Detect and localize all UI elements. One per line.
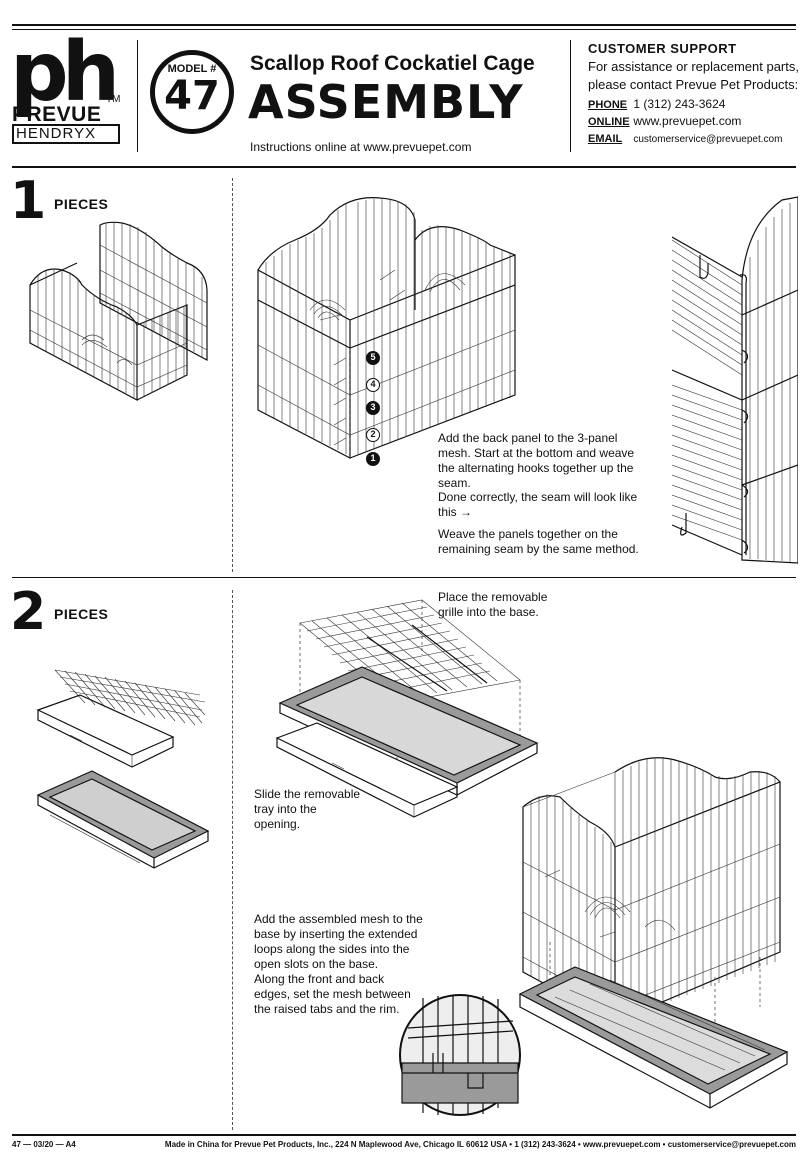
instructions-online: Instructions online at www.prevuepet.com (250, 140, 472, 154)
logo-sub: HENDRYX (12, 124, 120, 144)
hook-badge: 2 (366, 428, 380, 442)
logo-brand: PREVUE (12, 103, 102, 126)
step2-instruction-tray: Slide the removable tray into the openin… (254, 787, 361, 831)
tray-sliding-drawing (275, 722, 459, 818)
support-online-row: ONLINE www.prevuepet.com (588, 114, 741, 128)
base-drawing (36, 770, 210, 869)
phone-value: 1 (312) 243-3624 (633, 97, 726, 111)
step1-instruction-2: Done correctly, the seam will look like … (438, 490, 638, 519)
hook-badge: 1 (366, 452, 380, 466)
cage-base-drawing (518, 966, 789, 1109)
email-label: EMAIL (588, 133, 623, 145)
hook-badge: 4 (366, 378, 380, 392)
footer-info: Made in China for Prevue Pet Products, I… (164, 1140, 796, 1149)
step1-number: 1 (10, 171, 47, 231)
assembly-heading: ASSEMBLY (248, 75, 524, 129)
step1-weave-illustration (257, 197, 516, 459)
model-number: 47 (164, 73, 220, 119)
footer-code: 47 — 03/20 — A4 (12, 1140, 76, 1149)
tray-drawing (36, 694, 175, 768)
model-badge: MODEL # 47 (150, 50, 234, 134)
email-value: customerservice@prevuepet.com (633, 134, 783, 145)
three-panel-mesh-drawing (29, 262, 188, 401)
hook-badge: 3 (366, 401, 380, 415)
step1-pieces-label: PIECES (54, 196, 109, 212)
online-value: www.prevuepet.com (633, 114, 742, 128)
step2-instruction-grille: Place the removable grille into the base… (438, 590, 548, 619)
support-phone-row: PHONE 1 (312) 243-3624 (588, 97, 725, 111)
support-email-row: EMAIL customerservice@prevuepet.com (588, 131, 782, 145)
cage-guide-lines (549, 942, 761, 1042)
step1-instruction-1: Add the back panel to the 3-panel mesh. … (438, 431, 635, 490)
hook-badge: 5 (366, 351, 380, 365)
support-divider (570, 40, 571, 152)
grille-placement-illustration (275, 599, 539, 818)
seam-closeup-illustration (672, 196, 798, 564)
top-rule-thin (12, 29, 796, 30)
step2-divider (232, 590, 233, 1130)
step2-instruction-mesh-2: Along the front and back edges, set the … (254, 972, 411, 1016)
step2-pieces-label: PIECES (54, 606, 109, 622)
logo-mark: ph (10, 25, 120, 120)
grille-guide-lines (299, 600, 521, 770)
base-open-drawing (278, 666, 539, 796)
step-divider-rule (12, 577, 796, 578)
step1-instruction-3: Weave the panels together on the remaini… (438, 527, 639, 556)
step1-divider (232, 178, 233, 572)
top-rule (12, 24, 796, 26)
product-title: Scallop Roof Cockatiel Cage (250, 52, 535, 75)
magnifier-detail-illustration (399, 994, 521, 1116)
footer-rule (12, 1134, 796, 1136)
header-divider (137, 40, 138, 152)
step2-instruction-mesh-1: Add the assembled mesh to the base by in… (254, 912, 423, 971)
back-panel-drawing (99, 221, 208, 361)
grille-drawing (54, 669, 206, 726)
step1-pieces-illustration (29, 221, 208, 401)
header-bottom-rule (12, 166, 796, 168)
weave-hooks-drawing (333, 348, 351, 458)
support-title: CUSTOMER SUPPORT (588, 41, 737, 56)
mesh-on-base-illustration (518, 757, 789, 1109)
phone-label: PHONE (588, 99, 628, 111)
assembled-mesh-drawing (257, 197, 516, 459)
step2-pieces-illustration (36, 669, 210, 869)
logo-tm: TM (106, 94, 121, 105)
step2-number: 2 (10, 582, 47, 642)
online-label: ONLINE (588, 116, 630, 128)
model-label: MODEL # (167, 63, 217, 75)
support-text: For assistance or replacement parts, ple… (588, 59, 799, 92)
